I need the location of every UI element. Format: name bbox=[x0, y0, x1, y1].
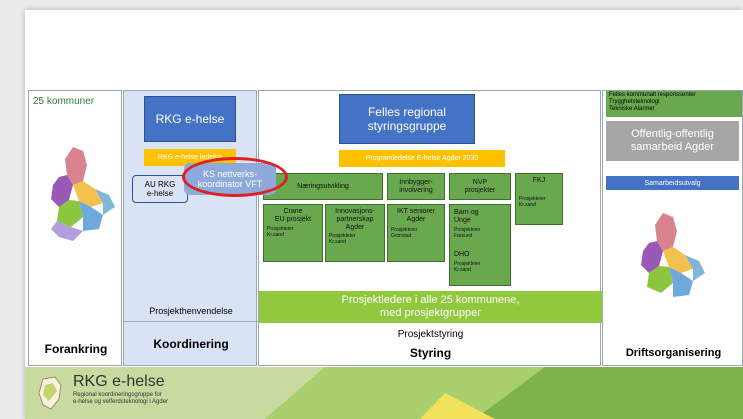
ikt-seniorer-box: IKT seniorer Agder Prosjekteier Grimstad bbox=[387, 204, 445, 262]
drift-bottom-label: Driftsorganisering bbox=[625, 347, 722, 359]
agder-map bbox=[51, 147, 115, 241]
barn-unge-box: Barn og Unge Prosjekteier Farsund DHO Pr… bbox=[449, 204, 511, 286]
innovasjon-box: Innovasjons- partnerskap Agder Prosjekte… bbox=[325, 204, 385, 262]
barn-sub: Prosjekteier Farsund bbox=[454, 227, 481, 239]
innovasjon-sub: Prosjekteier Kr.sand bbox=[329, 233, 356, 245]
dho-label: DHO bbox=[454, 251, 470, 258]
fkj-sub: Prosjekteier Kr.sand bbox=[519, 196, 546, 208]
drift-top-box: Felles kommunalt responssenter Trygghets… bbox=[606, 91, 742, 117]
koordinering-column: RKG e-helse RKG e-helse ledelse AU RKG e… bbox=[123, 90, 288, 366]
agder-map-2 bbox=[641, 213, 705, 297]
rkg-logo-icon bbox=[38, 376, 62, 410]
forankring-bottom-label: Forankring bbox=[44, 342, 108, 356]
prosjekthenvendelse-label: Prosjekthenvendelse bbox=[149, 306, 233, 316]
drift-column: Felles kommunalt responssenter Trygghets… bbox=[602, 90, 743, 366]
ikt-sub: Prosjekteier Grimstad bbox=[391, 227, 418, 239]
offentlig-box: Offentlig-offentlig samarbeid Agder bbox=[606, 121, 739, 161]
forankring-column: 25 kommuner Forankring bbox=[28, 90, 122, 366]
styring-bottom-label: Styring bbox=[409, 346, 452, 360]
styring-column: Felles regional styringsgruppe Programle… bbox=[258, 90, 602, 366]
innbygger-box: Innbygger- involvering bbox=[387, 173, 445, 200]
programledelse-box: Programledelse E-helse Agder 2030 bbox=[339, 150, 505, 167]
rkg-sub-label: RKG e-helse bbox=[157, 154, 198, 161]
rkg-box: RKG e-helse bbox=[144, 96, 236, 142]
footer-decoration bbox=[25, 367, 743, 419]
au-rkg-box: AU RKG e-helse bbox=[132, 175, 188, 203]
prosjektstyring-label: Prosjektstyring bbox=[397, 329, 464, 340]
barn-label: Barn og Unge bbox=[454, 209, 479, 224]
footer-logo-title: RKG e-helse bbox=[73, 373, 165, 390]
ks-highlight-ellipse bbox=[182, 157, 288, 197]
crane-sub: Prosjekteier Kr.sand bbox=[267, 226, 294, 238]
dho-sub: Prosjekteier Kr.sand bbox=[454, 261, 481, 273]
koordinering-bottom-divider bbox=[124, 321, 258, 322]
fkj-box: FKJ Prosjekteier Kr.sand bbox=[515, 173, 563, 225]
felles-styringsgruppe-box: Felles regional styringsgruppe bbox=[339, 94, 475, 144]
footer-logo-sub: Regional koordineringsgruppe for e-helse… bbox=[73, 392, 169, 405]
footer-banner: RKG e-helse Regional koordineringsgruppe… bbox=[25, 367, 743, 419]
fkj-label: FKJ bbox=[532, 177, 546, 184]
nvp-box: NVP prosjekter bbox=[449, 173, 511, 200]
ikt-label: IKT seniorer Agder bbox=[397, 208, 435, 223]
samarbeidsutvalg-box: Samarbeidsutvalg bbox=[606, 176, 739, 190]
crane-box: Crane EU prosjekt Prosjekteier Kr.sand bbox=[263, 204, 323, 262]
rkg-sub-label-tail: ledelse bbox=[199, 154, 223, 161]
koordinering-bottom-label: Koordinering bbox=[153, 337, 229, 351]
prosjektledere-box: Prosjektledere i alle 25 kommunene, med … bbox=[259, 291, 602, 323]
kommuner-label: 25 kommuner bbox=[33, 96, 95, 107]
slide: 25 kommuner Forankring RKG e-helse RKG e… bbox=[25, 10, 743, 419]
crane-label: Crane EU prosjekt bbox=[274, 208, 312, 223]
innovasjon-label: Innovasjons- partnerskap Agder bbox=[335, 208, 375, 231]
